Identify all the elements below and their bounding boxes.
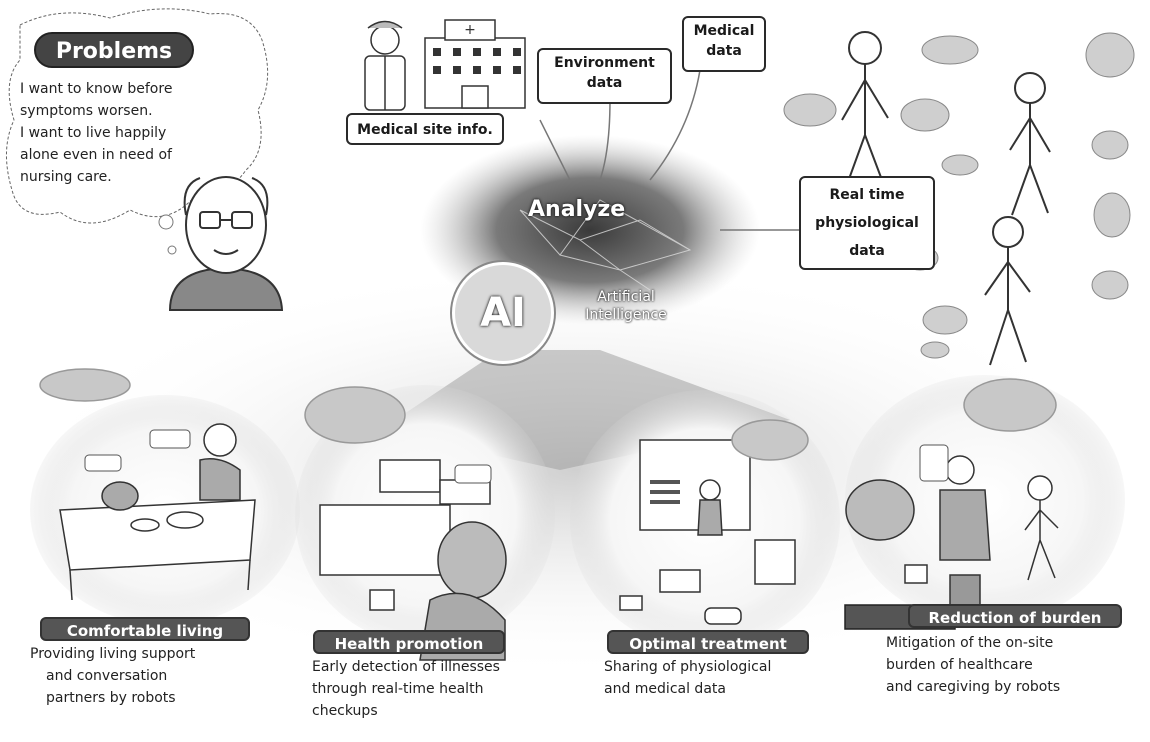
problems-line: alone even in need of <box>20 147 172 163</box>
ai-description-line: Intelligence <box>585 307 667 323</box>
realtime-physiological-data-box: Real time physiological data <box>799 176 935 270</box>
hospital-building: + <box>424 19 526 109</box>
health-promotion-description: Early detection of illnesses through rea… <box>312 656 500 722</box>
network-lines <box>519 199 692 291</box>
health-promotion-scene <box>304 386 507 661</box>
health-line: Early detection of illnesses <box>312 659 500 675</box>
ai-circle: AI <box>452 262 554 364</box>
optimal-treatment-description: Sharing of physiological and medical dat… <box>604 656 771 700</box>
environment-data-line: data <box>586 75 623 91</box>
realtime-data-line: physiological <box>815 215 919 231</box>
medical-data-line: Medical <box>693 23 755 39</box>
problems-line: nursing care. <box>20 169 112 185</box>
background-haze <box>15 260 1135 680</box>
problems-heading: Problems <box>34 32 194 68</box>
reduction-of-burden-description: Mitigation of the on-site burden of heal… <box>886 632 1060 698</box>
comfortable-line: and conversation <box>46 668 168 684</box>
comfortable-living-scene <box>39 368 256 601</box>
problems-text: I want to know before symptoms worsen. I… <box>20 78 172 188</box>
medical-data-box: Medical data <box>682 16 766 72</box>
analyze-label: Analyze <box>528 197 626 222</box>
burden-line: Mitigation of the on-site <box>886 635 1054 651</box>
problems-line: I want to live happily <box>20 125 167 141</box>
comfortable-living-description: Providing living support and conversatio… <box>30 643 195 709</box>
environment-data-box: Environment data <box>537 48 672 104</box>
health-promotion-title: Health promotion <box>313 630 505 654</box>
optimal-treatment-title: Optimal treatment <box>607 630 809 654</box>
thought-bubble-dot <box>158 214 174 230</box>
optimal-treatment-scene <box>619 419 809 625</box>
comfortable-living-title: Comfortable living <box>40 617 250 641</box>
data-connectors <box>539 69 801 231</box>
reduction-of-burden-title: Reduction of burden <box>908 604 1122 628</box>
sensor-bubbles <box>783 32 1135 359</box>
speech-bubbles <box>84 429 949 484</box>
comfortable-line: partners by robots <box>46 690 176 706</box>
elderly-man-figure <box>168 176 284 311</box>
environment-data-line: Environment <box>554 55 655 71</box>
medical-data-line: data <box>706 43 742 59</box>
burden-line: burden of healthcare <box>886 657 1033 673</box>
problems-line: I want to know before <box>20 81 173 97</box>
burden-line: and caregiving by robots <box>886 679 1061 695</box>
walking-people <box>841 31 1051 366</box>
realtime-data-line: data <box>849 243 885 259</box>
ai-description-line: Artificial <box>597 289 655 305</box>
medical-site-info-box: Medical site info. <box>346 113 504 145</box>
ai-description: Artificial Intelligence <box>566 288 686 324</box>
realtime-data-line: Real time <box>829 187 905 203</box>
health-line: through real-time health <box>312 681 484 697</box>
optimal-line: Sharing of physiological <box>604 659 772 675</box>
doctor-figure <box>364 20 406 111</box>
optimal-line: and medical data <box>604 681 726 697</box>
problems-line: symptoms worsen. <box>20 103 153 119</box>
svg-text:+: + <box>464 22 476 38</box>
comfortable-line: Providing living support <box>30 646 196 662</box>
thought-bubble-dot <box>167 245 177 255</box>
health-line: checkups <box>312 703 378 719</box>
